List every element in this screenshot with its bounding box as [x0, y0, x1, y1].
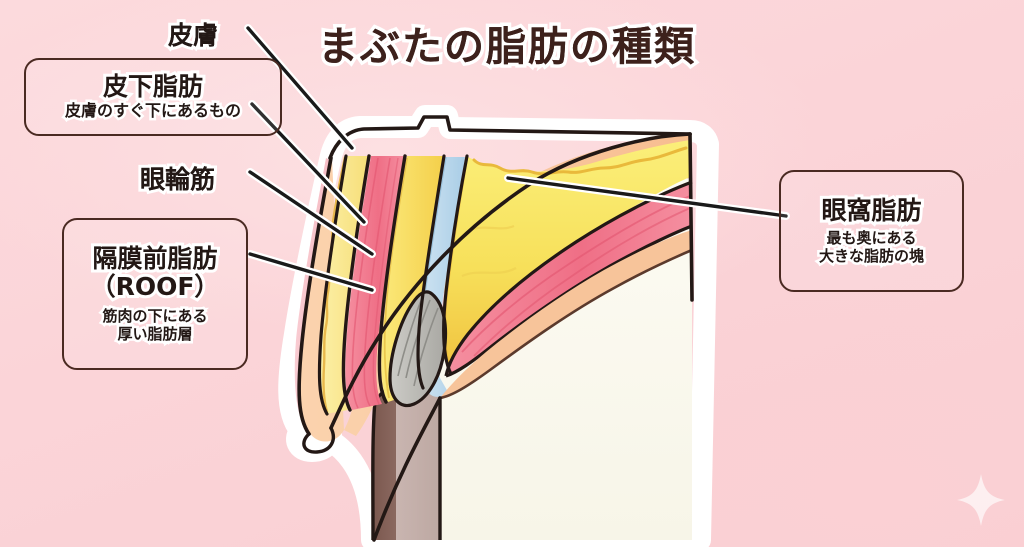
- label-orbicularis: 眼輪筋: [140, 165, 216, 194]
- callout-subcutaneous-fat: 皮下脂肪 皮膚のすぐ下にあるもの: [24, 58, 282, 136]
- eyelid-contours: [297, 115, 694, 542]
- page-title: まぶたの脂肪の種類: [318, 24, 696, 70]
- callout-subcutaneous-fat-subtext: 皮膚のすぐ下にあるもの: [62, 99, 243, 123]
- callout-roof-heading-line1: 隔膜前脂肪: [89, 242, 220, 276]
- layer-conjunctiva: [439, 230, 693, 400]
- callout-roof-subtext-line1: 筋肉の下にある: [100, 305, 210, 328]
- callout-orbital-fat: 眼窩脂肪 最も奥にある 大きな脂肪の塊: [779, 170, 964, 292]
- callout-roof-heading-line2: （ROOF）: [88, 270, 223, 304]
- layer-orbicularis-muscle: [345, 156, 405, 410]
- label-orbicularis-outline: 眼輪筋: [137, 162, 218, 197]
- callout-roof: 隔膜前脂肪 （ROOF） 筋肉の下にある 厚い脂肪層: [62, 218, 248, 370]
- page-title-outline: まぶたの脂肪の種類: [315, 21, 698, 74]
- layer-levator-muscle: [444, 180, 693, 378]
- callout-subcutaneous-fat-heading: 皮下脂肪: [100, 70, 206, 104]
- callout-orbital-fat-subtext-line2: 大きな脂肪の塊: [816, 245, 926, 268]
- label-skin-outline: 皮膚: [165, 18, 221, 53]
- callout-orbital-fat-subtext-line1: 最も奥にある: [824, 227, 919, 250]
- callout-orbital-fat-heading: 眼窩脂肪: [818, 194, 924, 228]
- callout-roof-subtext-line2: 厚い脂肪層: [115, 323, 195, 346]
- label-skin: 皮膚: [168, 21, 219, 50]
